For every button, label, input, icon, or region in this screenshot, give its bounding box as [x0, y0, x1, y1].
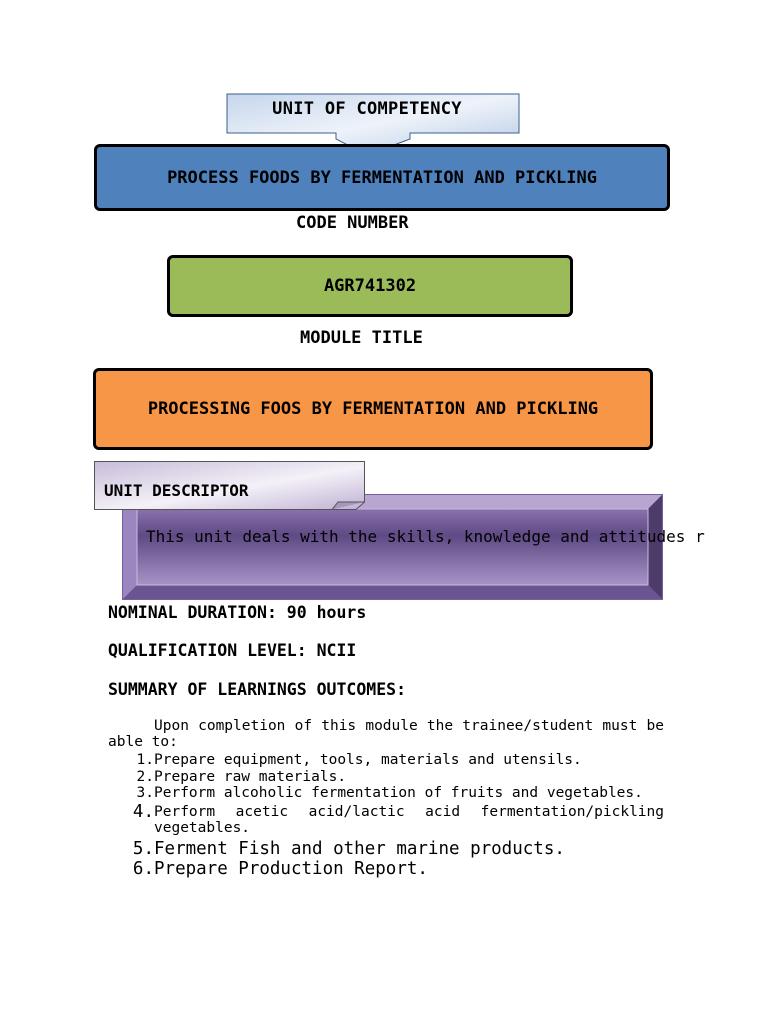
list-item-text: Perform alcoholic fermentation of fruits… [154, 785, 643, 801]
list-item-number: 1. [136, 752, 154, 768]
unit-of-competency-callout: UNIT OF COMPETENCY [226, 93, 520, 157]
list-item-text: Prepare raw materials. [154, 768, 347, 785]
list-item: 2. Prepare raw materials. [108, 769, 664, 786]
list-item: 5. Ferment Fish and other marine product… [108, 839, 664, 859]
list-item-number: 3. [136, 785, 154, 801]
summary-heading: SUMMARY OF LEARNINGS OUTCOMES: [108, 680, 407, 699]
list-item-text: Ferment Fish and other marine products. [154, 838, 565, 859]
list-item: 3. Perform alcoholic fermentation of fru… [108, 785, 664, 802]
nominal-duration: NOMINAL DURATION: 90 hours [108, 603, 367, 622]
unit-title-box: PROCESS FOODS BY FERMENTATION AND PICKLI… [94, 144, 670, 211]
unit-descriptor-text: This unit deals with the skills, knowled… [146, 527, 705, 546]
unit-title: PROCESS FOODS BY FERMENTATION AND PICKLI… [167, 167, 597, 188]
summary-intro: Upon completion of this module the train… [108, 718, 664, 750]
list-item: 4. Perform acetic acid/lactic acid ferme… [108, 801, 664, 837]
code-number-label: CODE NUMBER [296, 213, 409, 233]
module-title-label: MODULE TITLE [300, 328, 423, 348]
list-item: 1. Prepare equipment, tools, materials a… [108, 752, 664, 769]
module-title: PROCESSING FOOS BY FERMENTATION AND PICK… [147, 399, 599, 419]
list-item-number: 5. [132, 838, 154, 859]
unit-of-competency-label: UNIT OF COMPETENCY [272, 99, 462, 119]
list-item-text: Prepare equipment, tools, materials and … [154, 752, 582, 768]
learning-outcomes-list: 1. Prepare equipment, tools, materials a… [108, 752, 664, 879]
unit-descriptor-tab: UNIT DESCRIPTOR [94, 461, 366, 511]
module-title-box: PROCESSING FOOS BY FERMENTATION AND PICK… [93, 368, 653, 450]
list-item: 6. Prepare Production Report. [108, 859, 664, 879]
list-item-text: Prepare Production Report. [154, 858, 428, 879]
code-number: AGR741302 [323, 276, 417, 296]
qualification-level: QUALIFICATION LEVEL: NCII [108, 641, 357, 660]
list-item-number: 6. [132, 858, 154, 879]
unit-descriptor-label: UNIT DESCRIPTOR [104, 481, 249, 500]
list-item-text: Perform acetic acid/lactic acid fermenta… [154, 803, 664, 837]
unit-descriptor-frame [122, 494, 663, 600]
list-item-number: 2. [136, 768, 154, 785]
code-number-box: AGR741302 [167, 255, 573, 317]
list-item-number: 4. [132, 801, 154, 822]
